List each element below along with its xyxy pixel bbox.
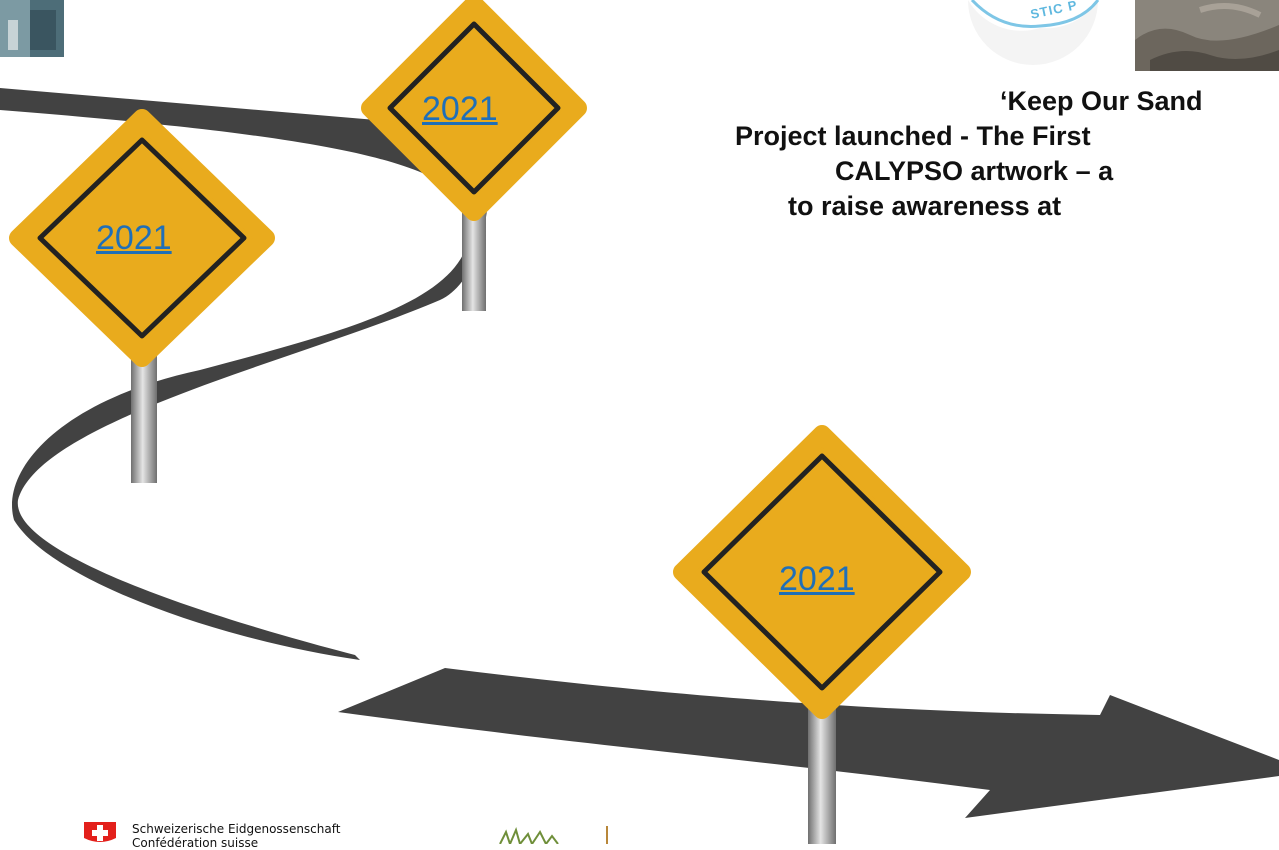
caption-line-4: to raise awareness at — [788, 191, 1062, 221]
sign-label-1[interactable]: 2021 — [96, 219, 172, 257]
caption-line-3: CALYPSO artwork – a — [835, 156, 1114, 186]
photo-thumbnail-left — [0, 0, 64, 57]
sign-label-3[interactable]: 2021 — [779, 560, 855, 598]
swiss-logo-line1: Schweizerische Eidgenossenschaft — [132, 822, 341, 836]
sign-pole-3 — [808, 700, 836, 844]
sign-pole-1 — [131, 355, 157, 483]
swiss-flag-logo — [84, 822, 116, 842]
sign-label-2[interactable]: 2021 — [422, 90, 498, 128]
road-sign-3 — [673, 425, 971, 719]
photo-thumbnail-right — [1135, 0, 1279, 71]
caption-line-1: ‘Keep Our Sand — [1000, 86, 1203, 116]
road-sign-2 — [361, 0, 587, 221]
plastic-badge-logo — [968, 0, 1100, 65]
caption-line-2: Project launched - The First — [735, 121, 1091, 151]
swiss-logo-line2: Confédération suisse — [132, 836, 259, 850]
road-sign-1 — [9, 109, 275, 367]
plant-logo — [499, 826, 608, 844]
sign-pole-2 — [462, 205, 486, 311]
